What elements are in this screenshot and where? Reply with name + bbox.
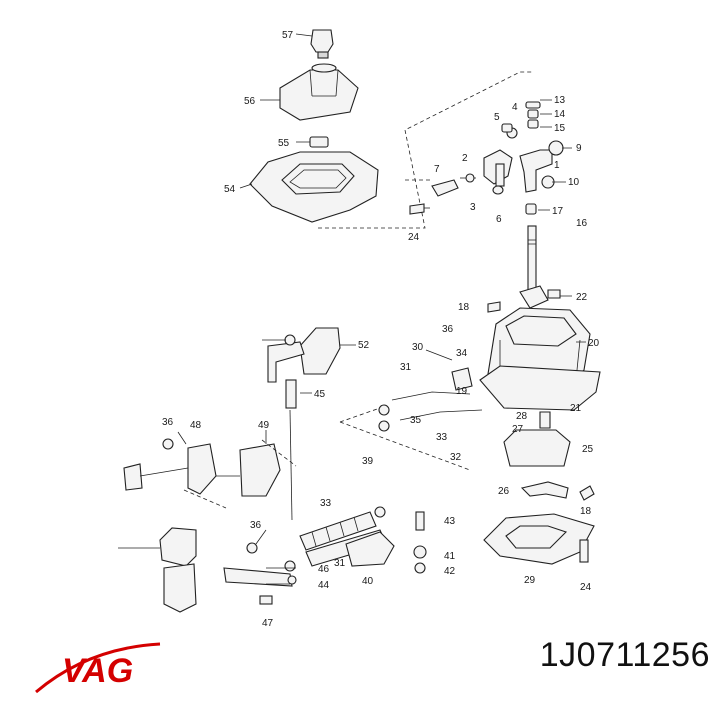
callout-20: 20 [588, 338, 600, 349]
gear-boot [279, 63, 359, 121]
shift-rod [487, 203, 561, 313]
callout-56: 56 [244, 96, 256, 107]
callout-22: 22 [576, 292, 588, 303]
callout-42: 42 [444, 566, 456, 577]
logo-swoosh [35, 642, 161, 694]
callout-39: 39 [362, 456, 374, 467]
callout-43: 43 [444, 516, 456, 527]
callout-27: 27 [512, 424, 524, 435]
callout-33: 33 [436, 432, 448, 443]
callout-17: 17 [552, 206, 564, 217]
callout-10: 10 [568, 177, 580, 188]
callout-32: 32 [450, 452, 462, 463]
callout-36-left: 36 [162, 417, 174, 428]
callout-54: 54 [224, 184, 236, 195]
callout-3: 3 [470, 202, 476, 213]
callout-49: 49 [258, 420, 270, 431]
callout-18: 18 [458, 302, 470, 313]
callout-25: 25 [582, 444, 594, 455]
callout-4: 4 [512, 102, 518, 113]
gear-knob [310, 29, 334, 59]
leader-lines [177, 33, 586, 585]
callout-36: 36 [442, 324, 454, 335]
callout-30: 30 [412, 342, 424, 353]
lower-shift-parts [483, 411, 595, 565]
logo-text: VAG [62, 652, 133, 690]
callout-14: 14 [554, 109, 566, 120]
cable-springs [299, 506, 427, 574]
callout-labels: 57 56 55 54 13 4 14 5 15 2 9 1 7 10 3 17… [162, 30, 600, 629]
callout-18-lower: 18 [580, 506, 592, 517]
selector-cable-assembly [339, 367, 483, 471]
callout-15: 15 [554, 123, 566, 134]
callout-55: 55 [278, 138, 290, 149]
callout-31-lower: 31 [334, 558, 346, 569]
callout-33-lower: 33 [320, 498, 332, 509]
left-linkage [267, 327, 341, 521]
gearbox-lever [118, 527, 297, 613]
callout-28: 28 [516, 411, 528, 422]
callout-36-lower: 36 [250, 520, 262, 531]
callout-6: 6 [496, 214, 502, 225]
callout-5: 5 [494, 112, 500, 123]
callout-24: 24 [408, 232, 420, 243]
callout-16: 16 [576, 218, 588, 229]
callout-47: 47 [262, 618, 274, 629]
callout-35: 35 [410, 415, 422, 426]
callout-24-lower: 24 [580, 582, 592, 593]
callout-7: 7 [434, 164, 440, 175]
callout-29: 29 [524, 575, 536, 586]
console-trim [249, 151, 379, 223]
callout-52: 52 [358, 340, 370, 351]
callout-2: 2 [462, 153, 468, 164]
boot-ring [309, 136, 329, 148]
callout-45: 45 [314, 389, 326, 400]
callout-41: 41 [444, 551, 456, 562]
callout-48: 48 [190, 420, 202, 431]
callout-44: 44 [318, 580, 330, 591]
callout-31: 31 [400, 362, 412, 373]
callout-46: 46 [318, 564, 330, 575]
callout-21: 21 [570, 403, 582, 414]
callout-9: 9 [576, 143, 582, 154]
callout-26: 26 [498, 486, 510, 497]
shift-lever-joint [409, 101, 564, 215]
selector-mechanism [123, 438, 297, 509]
callout-57: 57 [282, 30, 294, 41]
vag-logo: VAG [35, 642, 161, 694]
callout-40: 40 [362, 576, 374, 587]
callout-34: 34 [456, 348, 468, 359]
callout-13: 13 [554, 95, 566, 106]
shift-housing [479, 307, 601, 411]
part-number: 1J0711256 [539, 636, 710, 674]
callout-19: 19 [456, 386, 468, 397]
callout-1: 1 [554, 160, 560, 171]
